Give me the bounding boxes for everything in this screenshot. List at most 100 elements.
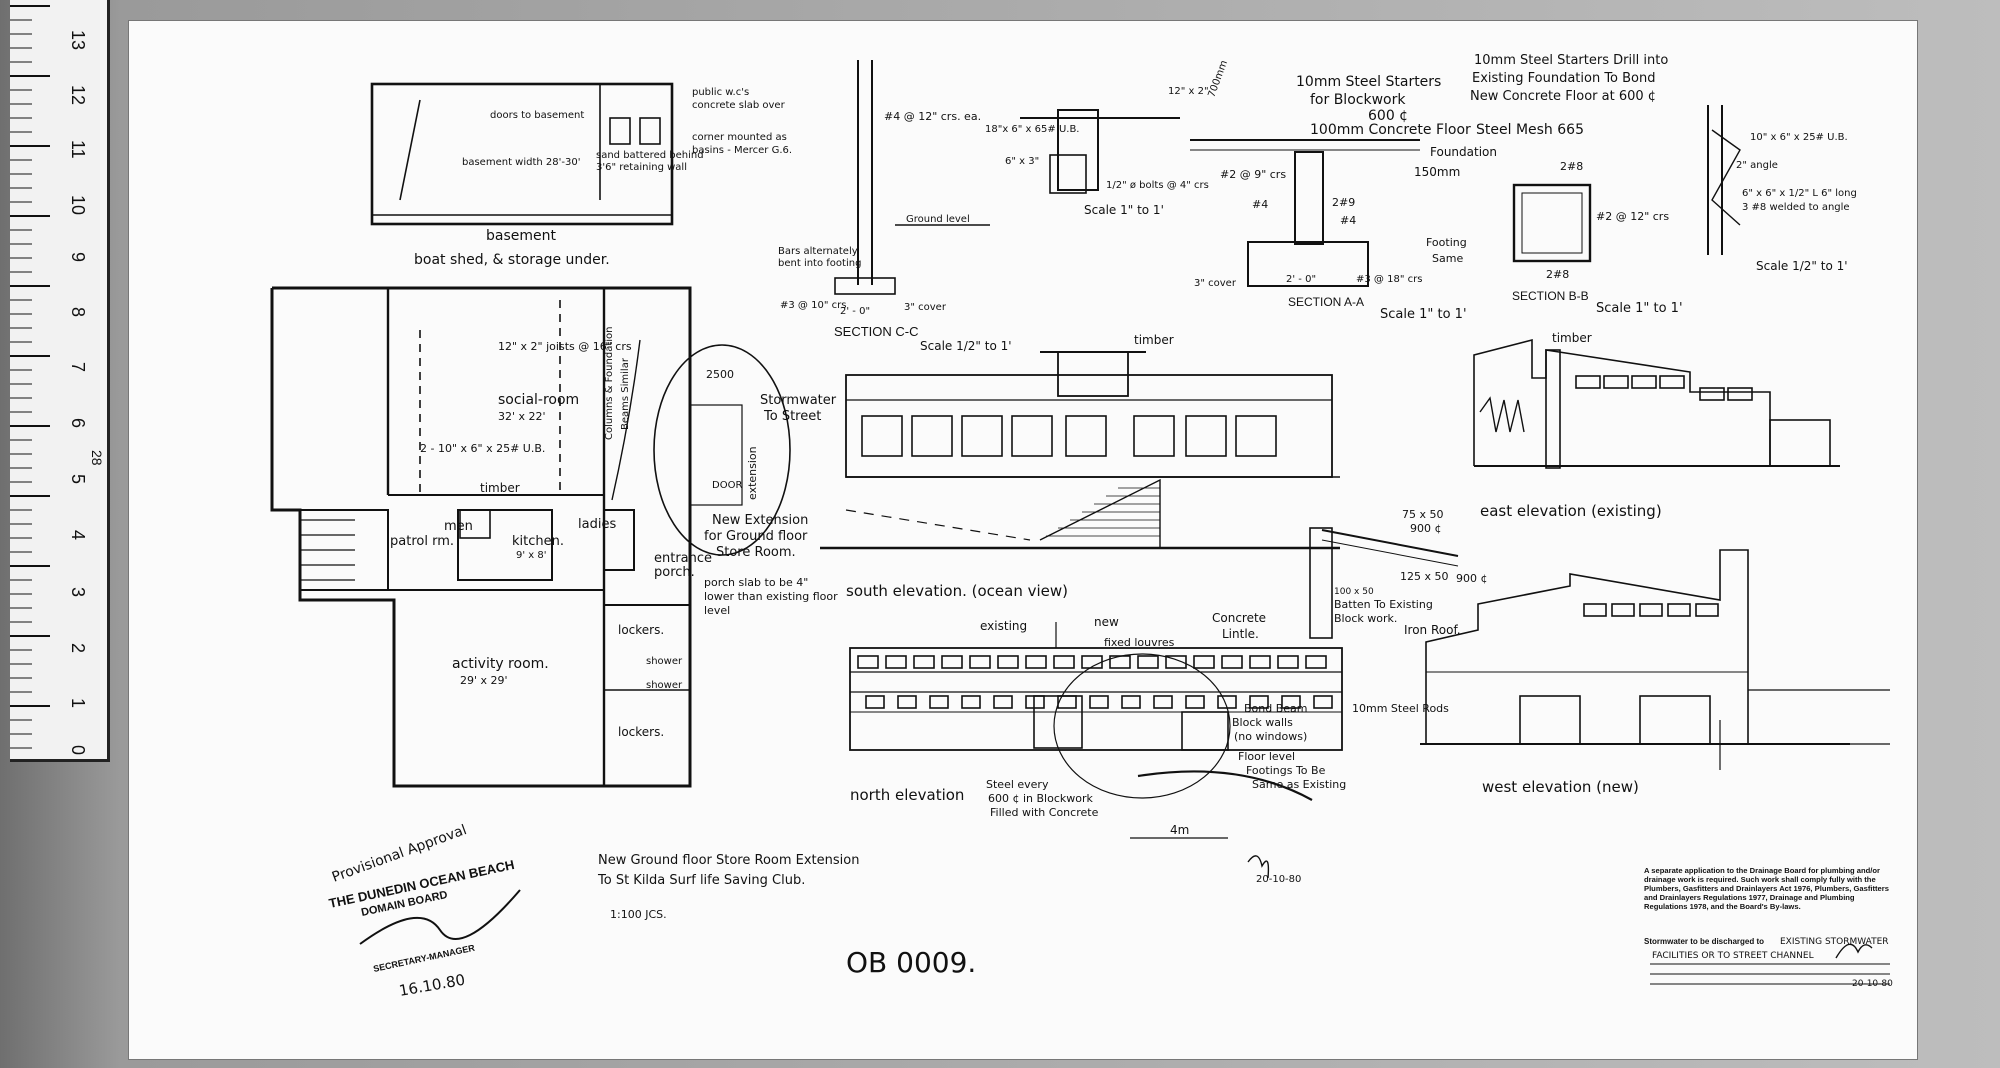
iron-roof-note: Iron Roof. [1404, 623, 1461, 637]
section-bb-scale: Scale 1" to 1' [1596, 301, 1683, 316]
ground-floor-plan: social-room 32' x 22' 12" x 2" joists @ … [270, 286, 838, 788]
basement-title: basement [486, 228, 556, 244]
section-bb: 2#8 2#8 #2 @ 12" crs SECTION B-B Scale 1… [1512, 160, 1683, 316]
stormwater-handwritten: FACILITIES OR TO STREET CHANNEL [1652, 951, 1814, 961]
window [1065, 415, 1107, 457]
ruler-number: 9 [68, 252, 88, 262]
basement-doors-note: doors to basement [490, 110, 584, 121]
corner-basins-note: corner mounted as [692, 132, 787, 143]
floor-level-note: Footings To Be [1246, 764, 1326, 777]
project-title-line2: To St Kilda Surf life Saving Club. [597, 873, 805, 888]
window [961, 415, 1003, 457]
new-extension-note: New Extension [712, 513, 808, 528]
stormwater-handwritten: EXISTING STORMWATER [1780, 937, 1889, 947]
drainage-stamp: A separate application to the Drainage B… [1644, 866, 1893, 989]
kitchen-dim: 9' x 8' [516, 550, 547, 561]
fixed-louvres-label: fixed louvres [1104, 636, 1175, 649]
columns-note: Columns & Foundation [604, 327, 615, 440]
timber-centres: 900 ¢ [1410, 522, 1442, 535]
window [1133, 415, 1175, 457]
section-cc: Bars alternately bent into footing Groun… [778, 60, 1012, 353]
section-detail-ub: 18"x 6" x 65# U.B. 6" x 3" 1/2" ø bolts … [985, 86, 1209, 217]
bar-spacing-label: #4 @ 12" crs. ea. [884, 110, 981, 123]
louvre-window [1137, 655, 1159, 669]
south-elevation-title: south elevation. (ocean view) [846, 582, 1068, 600]
stormwater-label: Stormwater [760, 393, 837, 408]
dim-label: 2' - 0" [1286, 274, 1316, 285]
section-aa-title: SECTION A-A [1288, 295, 1364, 309]
same-note: Same [1432, 252, 1463, 265]
drainage-notice: A separate application to the Drainage B… [1644, 866, 1889, 911]
east-elevation-title: east elevation (existing) [1480, 502, 1662, 520]
bars-note: bent into footing [778, 258, 861, 269]
ruler-number: 8 [68, 307, 88, 317]
new-label: new [1094, 615, 1119, 629]
detail-scale: Scale 1/2" to 1' [1756, 259, 1848, 273]
drawing-sheet [128, 20, 1918, 1060]
timber-label: timber [480, 481, 520, 495]
dim-label: 2' - 0" [840, 306, 870, 317]
north-elevation-title: north elevation [850, 786, 964, 804]
ruler-number: 4 [68, 530, 88, 540]
section-aa-scale: Scale 1" to 1' [1380, 307, 1467, 322]
foundation-note: Foundation [1430, 145, 1497, 159]
ruler-cm: 28 [89, 450, 105, 466]
basement-plan: doors to basement basement width 28'-30'… [370, 82, 792, 268]
dim-2500: 2500 [706, 368, 734, 381]
kitchen-label: kitchen. [512, 534, 564, 549]
window [1089, 695, 1109, 709]
window [1583, 603, 1607, 617]
louvre-window [857, 655, 879, 669]
public-wc-note: public w.c's [692, 87, 749, 98]
west-elevation: west elevation (new) [1420, 549, 1890, 796]
lockers-label: lockers. [618, 623, 664, 637]
plate-label: 6" x 3" [1005, 156, 1039, 167]
louvre-window [1277, 655, 1299, 669]
mesh-note: Steel Mesh 665 [1476, 122, 1584, 138]
louvre-window [885, 655, 907, 669]
retaining-note: 3'6" retaining wall [596, 162, 687, 173]
initials-date: 20-10-80 [1256, 874, 1301, 885]
floor-level-note: Same as Existing [1252, 778, 1346, 791]
porch-slab-note: porch slab to be 4" [704, 576, 808, 589]
basement-width-note: basement width 28'-30' [462, 157, 580, 168]
louvre-window [941, 655, 963, 669]
louvre-window [1053, 655, 1075, 669]
door-label: DOOR [712, 480, 742, 491]
window [1699, 387, 1725, 401]
ruler-number: 12 [68, 85, 88, 105]
ruler-scale: 13 12 11 10 9 8 7 6 5 4 3 2 1 0 28 [10, 5, 105, 755]
window [1235, 415, 1277, 457]
timber-size: 75 x 50 [1402, 508, 1444, 521]
new-extension-note: Store Room. [716, 545, 796, 560]
window [1603, 375, 1629, 389]
ruler-number: 5 [68, 474, 88, 484]
concrete-floor-note: 100mm Concrete Floor [1310, 122, 1471, 138]
porch-label: porch. [654, 565, 695, 580]
louvre-window [1249, 655, 1271, 669]
bb-bottom-bars: 2#8 [1546, 268, 1569, 281]
bond-beam-note: Block walls [1232, 716, 1293, 729]
bolts-label: 1/2" ø bolts @ 4" crs [1106, 180, 1209, 191]
ruler-number: 7 [68, 362, 88, 372]
concrete-lintel-label: Concrete [1212, 611, 1266, 625]
ub-label: 18"x 6" x 65# U.B. [985, 124, 1079, 135]
activity-room-dim: 29' x 29' [460, 674, 508, 687]
section-cc-title: SECTION C-C [834, 324, 919, 339]
social-room-dim: 32' x 22' [498, 410, 546, 423]
ladies-label: ladies [578, 517, 616, 532]
steel-every-note: Filled with Concrete [990, 806, 1099, 819]
ruler-number: 2 [68, 643, 88, 653]
existing-label: existing [980, 619, 1027, 633]
steel-starters-note: 10mm Steel Starters [1296, 74, 1441, 90]
louvre-window [1305, 655, 1327, 669]
shower-label: shower [646, 680, 683, 691]
bb-stirrups: #2 @ 12" crs [1596, 210, 1669, 223]
ground-level-label: Ground level [906, 214, 970, 225]
ruler-number: 1 [68, 698, 88, 708]
steel-starters-note: 600 ¢ [1368, 108, 1408, 124]
bar-spacing-label: #3 @ 18" crs [1356, 274, 1422, 285]
drawing-number: OB 0009. [846, 946, 976, 979]
window [861, 415, 903, 457]
ruler-number: 3 [68, 587, 88, 597]
